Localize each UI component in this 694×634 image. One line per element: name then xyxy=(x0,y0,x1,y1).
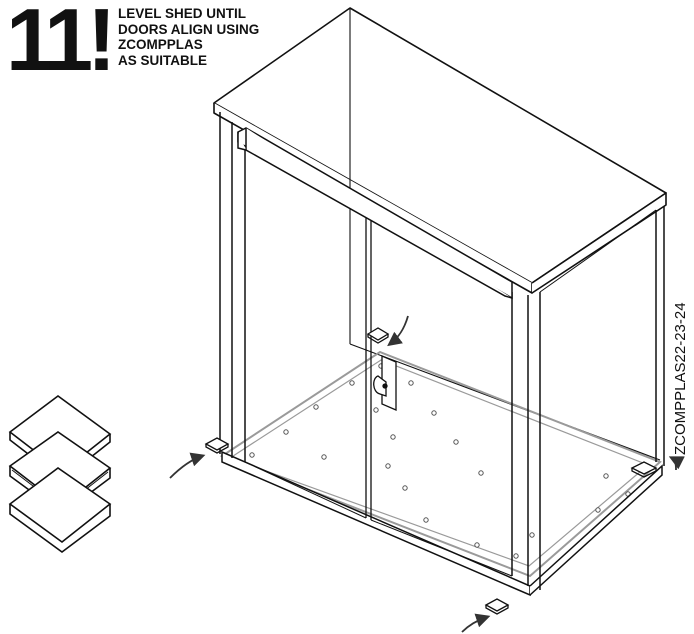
instruction-line-2: DOORS ALIGN USING xyxy=(118,21,260,37)
instruction-line-4: AS SUITABLE xyxy=(118,52,208,68)
curved-arrows xyxy=(169,315,685,633)
step-instruction: LEVEL SHED UNTIL DOORS ALIGN USING ZCOMP… xyxy=(118,6,318,68)
stacked-shim-pads-icon xyxy=(8,395,112,553)
shim-layer xyxy=(8,467,112,553)
shim-pads xyxy=(204,327,658,615)
shed-frame xyxy=(219,112,665,590)
base-rails xyxy=(221,450,663,597)
shim-pad-icon xyxy=(484,598,510,615)
curved-arrow-icon xyxy=(668,456,685,471)
floor-base xyxy=(219,350,662,578)
curved-arrow-icon xyxy=(169,452,206,479)
curved-arrow-icon xyxy=(387,315,409,347)
instruction-line-3: ZCOMPPLAS xyxy=(118,37,203,52)
shim-pad-icon xyxy=(204,437,230,454)
curved-arrow-icon xyxy=(461,613,491,633)
front-header xyxy=(237,127,513,300)
roof-panel xyxy=(213,7,667,294)
shim-pad-icon xyxy=(630,461,658,478)
doors xyxy=(244,218,513,577)
part-code-label: ZCOMPPLAS22-23-24 xyxy=(672,302,689,455)
step-number: 11! xyxy=(6,0,116,89)
door-latch xyxy=(373,355,397,411)
instruction-line-1: LEVEL SHED UNTIL xyxy=(118,6,247,21)
